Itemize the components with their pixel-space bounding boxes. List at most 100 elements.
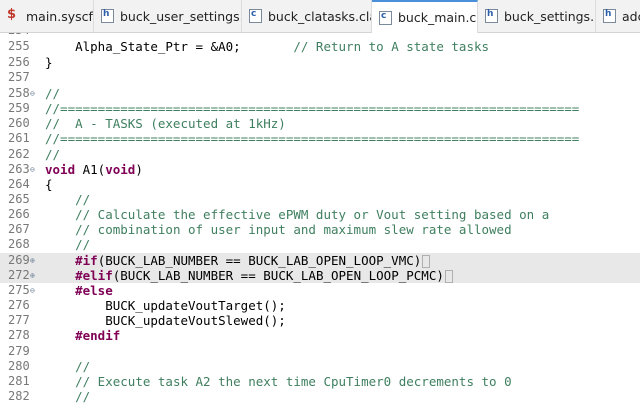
code-line[interactable]: 256} <box>0 55 640 70</box>
code-line[interactable]: 257 <box>0 70 640 85</box>
code-text: BUCK_updateVoutSlewed(); <box>45 313 286 328</box>
code-text: //======================================… <box>45 131 580 146</box>
code-line[interactable]: 282 // <box>0 389 640 404</box>
fold-expand-icon[interactable]: ⊕ <box>30 271 35 280</box>
code-text: //======================================… <box>45 101 580 116</box>
line-number: 261 <box>8 131 30 145</box>
line-number: 275 <box>8 283 30 297</box>
line-number: 281 <box>8 374 30 388</box>
code-line[interactable]: 259 //===================================… <box>0 101 640 116</box>
line-number: 269 <box>8 253 30 267</box>
code-text: BUCK_updateVoutTarget(); <box>45 298 286 313</box>
code-line[interactable]: 272⊕ #elif(BUCK_LAB_NUMBER == BUCK_LAB_O… <box>0 268 640 283</box>
line-number: 263 <box>8 162 30 176</box>
line-number: 260 <box>8 116 30 130</box>
code-line[interactable]: 234 <box>0 33 640 38</box>
code-line[interactable]: 264 { <box>0 177 640 192</box>
tab-buck-main-c[interactable]: c buck_main.c × <box>372 0 478 33</box>
c-file-icon: c <box>379 10 392 25</box>
line-number: 272 <box>8 268 30 282</box>
code-text: // <box>75 389 91 404</box>
code-text: // <box>75 192 91 207</box>
tab-label: main.syscfg <box>26 8 94 24</box>
line-number: 265 <box>8 192 30 206</box>
code-line[interactable]: 262 // <box>0 147 640 162</box>
code-text: // A - TASKS (executed at 1kHz) <box>45 116 286 131</box>
code-line[interactable]: 269⊕ #if(BUCK_LAB_NUMBER == BUCK_LAB_OPE… <box>0 253 640 268</box>
tab-label: buck_clatasks.cla <box>268 8 372 24</box>
code-line[interactable]: 281 // Execute task A2 the next time Cpu… <box>0 374 640 389</box>
tab-label: buck_settings.h <box>504 8 596 24</box>
syscfg-file-icon: $ <box>7 7 17 22</box>
line-number: 234 <box>8 33 44 38</box>
code-line[interactable]: 276 BUCK_updateVoutTarget(); <box>0 298 640 313</box>
line-number: 279 <box>8 344 30 358</box>
code-line[interactable]: 255 Alpha_State_Ptr = &A0; // Return to … <box>0 39 640 54</box>
tab-label: adc.h <box>622 8 640 24</box>
header-file-icon: h <box>603 9 616 23</box>
header-file-icon: h <box>485 9 498 23</box>
code-line[interactable]: 268 // <box>0 237 640 252</box>
line-number: 276 <box>8 298 30 312</box>
code-text: // <box>45 147 61 162</box>
code-text: #if(BUCK_LAB_NUMBER == BUCK_LAB_OPEN_LOO… <box>45 253 431 268</box>
code-text: // Execute task A2 the next time CpuTime… <box>75 374 512 389</box>
code-line[interactable]: 258⊖ // <box>0 86 640 101</box>
line-number: 257 <box>8 70 30 84</box>
editor-tab-bar: $ main.syscfg h buck_user_settings.h c b… <box>0 0 640 33</box>
tab-buck-clatasks-cla[interactable]: c buck_clatasks.cla <box>242 0 372 32</box>
code-line[interactable]: 277 BUCK_updateVoutSlewed(); <box>0 313 640 328</box>
code-line[interactable]: 263⊖ void A1(void) <box>0 162 640 177</box>
tab-label: buck_user_settings.h <box>120 8 242 24</box>
code-text: #elif(BUCK_LAB_NUMBER == BUCK_LAB_OPEN_L… <box>45 268 453 283</box>
code-text: #endif <box>75 328 121 343</box>
line-number: 268 <box>8 237 30 251</box>
code-text: // combination of user input and maximum… <box>75 222 512 237</box>
line-number: 259 <box>8 101 30 115</box>
tab-buck-settings-h[interactable]: h buck_settings.h <box>478 0 596 32</box>
fold-collapse-icon[interactable]: ⊖ <box>30 165 35 174</box>
code-text: void A1(void) <box>45 162 143 177</box>
fold-collapse-icon[interactable]: ⊖ <box>30 286 35 295</box>
line-number: 282 <box>8 389 30 403</box>
header-file-icon: h <box>101 9 114 23</box>
line-number: 264 <box>8 177 30 191</box>
tab-main-syscfg[interactable]: $ main.syscfg <box>0 0 94 32</box>
code-text: } <box>45 55 53 70</box>
code-text: // <box>75 237 91 252</box>
line-number: 255 <box>8 39 30 53</box>
code-line[interactable]: 267 // combination of user input and max… <box>0 222 640 237</box>
code-text: #else <box>75 283 113 298</box>
fold-expand-icon[interactable]: ⊕ <box>30 256 35 265</box>
line-number: 262 <box>8 147 30 161</box>
code-line[interactable]: 265 // <box>0 192 640 207</box>
code-line[interactable]: 266 // Calculate the effective ePWM duty… <box>0 207 640 222</box>
line-number: 256 <box>8 55 30 69</box>
line-number: 280 <box>8 359 30 373</box>
code-line[interactable]: 275⊖ #else <box>0 283 640 298</box>
folded-region-marker[interactable] <box>444 270 453 283</box>
code-text: { <box>45 177 53 192</box>
code-line[interactable]: 261 //===================================… <box>0 131 640 146</box>
code-text: Alpha_State_Ptr = &A0; // Return to A st… <box>45 39 490 54</box>
code-line[interactable]: 280 // <box>0 359 640 374</box>
line-number: 266 <box>8 207 30 221</box>
code-line[interactable]: 279 <box>0 344 640 359</box>
tab-label: buck_main.c <box>398 10 477 25</box>
code-text: // <box>45 86 61 101</box>
code-text: // <box>75 359 91 374</box>
line-number: 277 <box>8 313 30 327</box>
line-number: 278 <box>8 328 30 342</box>
tab-adc-h[interactable]: h adc.h <box>596 0 640 32</box>
line-number: 267 <box>8 222 30 236</box>
tab-buck-user-settings-h[interactable]: h buck_user_settings.h <box>94 0 242 32</box>
fold-collapse-icon[interactable]: ⊖ <box>30 89 35 98</box>
folded-region-marker[interactable] <box>422 255 431 268</box>
c-file-icon: c <box>249 9 262 23</box>
code-line[interactable]: 260 // A - TASKS (executed at 1kHz) <box>0 116 640 131</box>
code-line[interactable]: 278 #endif <box>0 328 640 343</box>
line-number: 258 <box>8 86 30 100</box>
code-editor[interactable]: 234255 Alpha_State_Ptr = &A0; // Return … <box>0 33 640 404</box>
code-text: // Calculate the effective ePWM duty or … <box>75 207 550 222</box>
